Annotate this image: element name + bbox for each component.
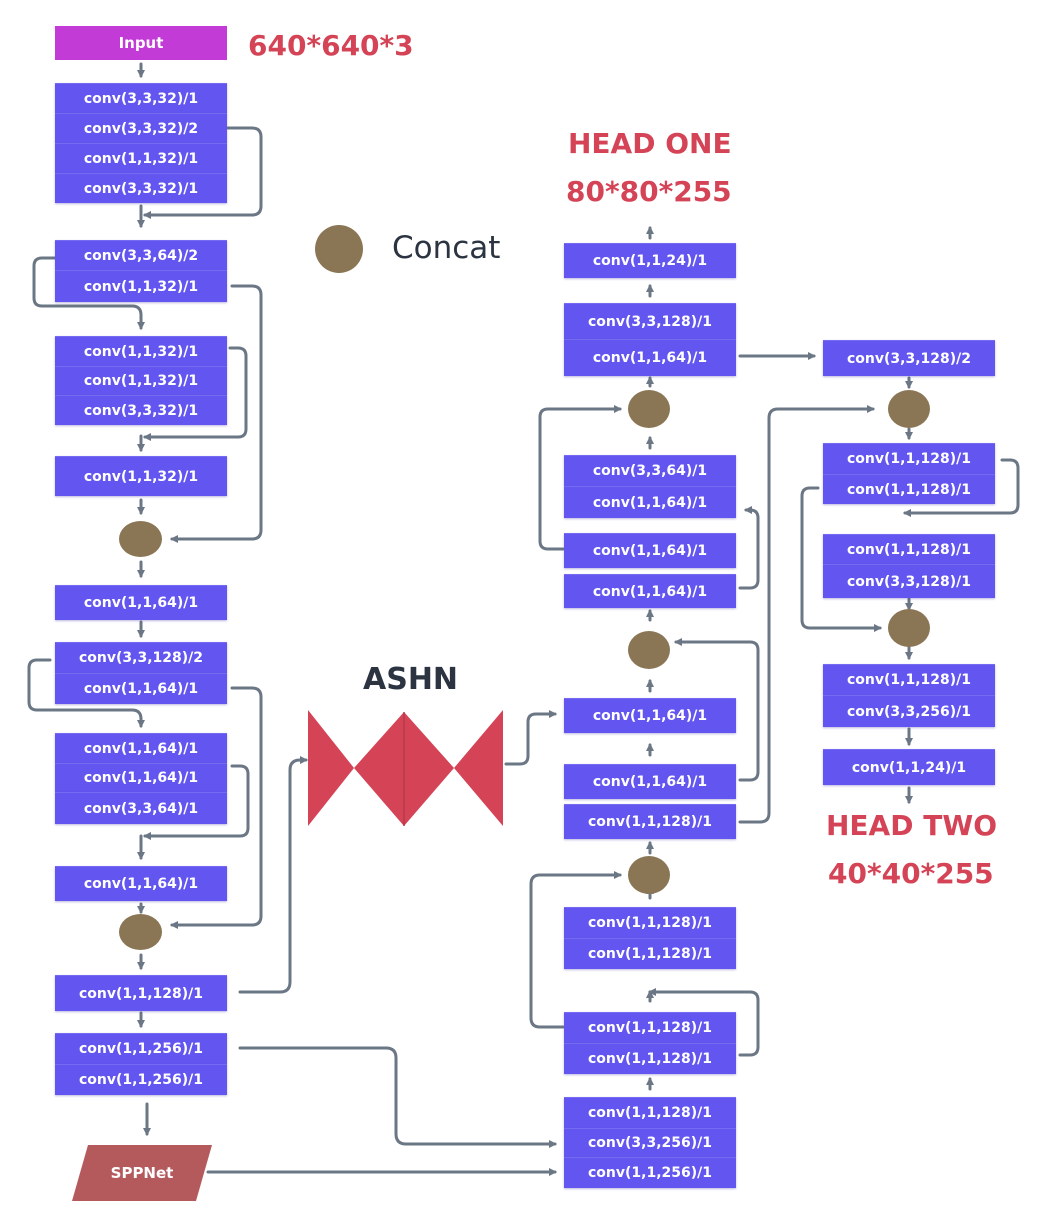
head-one-title: HEAD ONE: [568, 127, 732, 160]
conv-layer: conv(3,3,128)/2: [823, 340, 995, 376]
skip-connection: [27, 658, 145, 728]
conv-layer: conv(1,1,128)/1: [564, 1043, 736, 1074]
conv-layer: conv(3,3,64)/2: [55, 240, 227, 270]
skip-connection: [170, 284, 263, 543]
ashn-label: ASHN: [363, 662, 459, 697]
skip-connection: [143, 126, 263, 219]
connection-to-neck: [238, 1046, 557, 1148]
head-one-size: 80*80*255: [566, 175, 732, 208]
skip-connection: [674, 638, 760, 782]
conv-layer: conv(1,1,64)/1: [55, 763, 227, 792]
conv-layer: conv(3,3,256)/1: [823, 695, 995, 727]
head-two-title: HEAD TWO: [826, 809, 998, 842]
concat-node: [628, 631, 670, 669]
conv-layer: conv(1,1,64)/1: [564, 764, 736, 799]
concat-node: [888, 390, 930, 428]
conv-layer: conv(1,1,64)/1: [564, 486, 736, 518]
input-node: Input: [55, 26, 227, 60]
concat-node: [119, 914, 162, 950]
sppnet-node: [72, 1145, 212, 1201]
conv-layer: conv(1,1,256)/1: [55, 1033, 227, 1064]
conv-layer: conv(1,1,128)/1: [564, 938, 736, 969]
conv-layer: conv(1,1,128)/1: [823, 474, 995, 504]
conv-layer: conv(1,1,24)/1: [823, 749, 995, 785]
conv-layer: conv(1,1,256)/1: [55, 1064, 227, 1095]
conv-layer: conv(1,1,128)/1: [823, 534, 995, 564]
concat-node: [628, 390, 670, 428]
conv-layer: conv(3,3,128)/1: [564, 303, 736, 339]
conv-layer: conv(1,1,32)/1: [55, 456, 227, 496]
conv-layer: conv(1,1,64)/1: [564, 574, 736, 608]
conv-layer: conv(1,1,128)/1: [564, 1097, 736, 1128]
skip-connection: [538, 405, 622, 551]
skip-connection: [170, 686, 263, 929]
skip-connection: [903, 458, 1020, 517]
concat-node: [119, 521, 162, 557]
conv-layer: conv(3,3,32)/2: [55, 113, 227, 143]
conv-layer: conv(1,1,24)/1: [564, 243, 736, 278]
input-size-label: 640*640*3: [248, 29, 414, 62]
conv-layer: conv(1,1,64)/1: [564, 533, 736, 568]
conv-layer: conv(1,1,32)/1: [55, 270, 227, 302]
sppnet-label: SPPNet: [110, 1164, 174, 1182]
conv-layer: conv(1,1,64)/1: [564, 698, 736, 733]
skip-connection: [529, 871, 622, 1029]
conv-layer: conv(3,3,64)/1: [55, 792, 227, 824]
concat-legend-icon: [315, 225, 363, 273]
conv-layer: conv(3,3,32)/1: [55, 173, 227, 203]
concat-node: [888, 609, 930, 647]
conv-layer: conv(3,3,32)/1: [55, 83, 227, 113]
conv-layer: conv(1,1,32)/1: [55, 336, 227, 366]
conv-layer: conv(1,1,64)/1: [55, 733, 227, 763]
conv-layer: conv(1,1,128)/1: [564, 1012, 736, 1043]
skip-connection: [143, 764, 250, 840]
conv-layer: conv(3,3,32)/1: [55, 395, 227, 425]
concat-node: [628, 856, 670, 894]
skip-connection: [32, 256, 145, 330]
skip-connection: [800, 486, 882, 632]
conv-layer: conv(1,1,256)/1: [564, 1157, 736, 1188]
conv-layer: conv(1,1,32)/1: [55, 366, 227, 395]
concat-legend-label: Concat: [392, 230, 501, 266]
conv-layer: conv(1,1,64)/1: [55, 585, 227, 620]
conv-layer: conv(1,1,128)/1: [564, 907, 736, 938]
conv-layer: conv(1,1,128)/1: [55, 975, 227, 1011]
conv-layer: conv(1,1,64)/1: [55, 866, 227, 901]
connection-to-ashn: [238, 756, 308, 994]
skip-connection: [738, 405, 875, 824]
conv-layer: conv(1,1,64)/1: [55, 673, 227, 704]
ashn-icon: [308, 710, 503, 826]
conv-layer: conv(1,1,32)/1: [55, 143, 227, 173]
conv-layer: conv(3,3,256)/1: [564, 1128, 736, 1157]
connection-ashn-out: [504, 710, 557, 766]
conv-layer: conv(3,3,64)/1: [564, 455, 736, 486]
conv-layer: conv(1,1,128)/1: [823, 664, 995, 695]
conv-layer: conv(1,1,128)/1: [564, 804, 736, 839]
conv-layer: conv(3,3,128)/1: [823, 564, 995, 598]
skip-connection: [648, 988, 760, 1057]
conv-layer: conv(1,1,128)/1: [823, 443, 995, 474]
head-two-size: 40*40*255: [828, 857, 994, 890]
skip-connection: [143, 346, 248, 441]
conv-layer: conv(1,1,64)/1: [564, 339, 736, 376]
conv-layer: conv(3,3,128)/2: [55, 642, 227, 673]
skip-connection: [738, 506, 760, 590]
